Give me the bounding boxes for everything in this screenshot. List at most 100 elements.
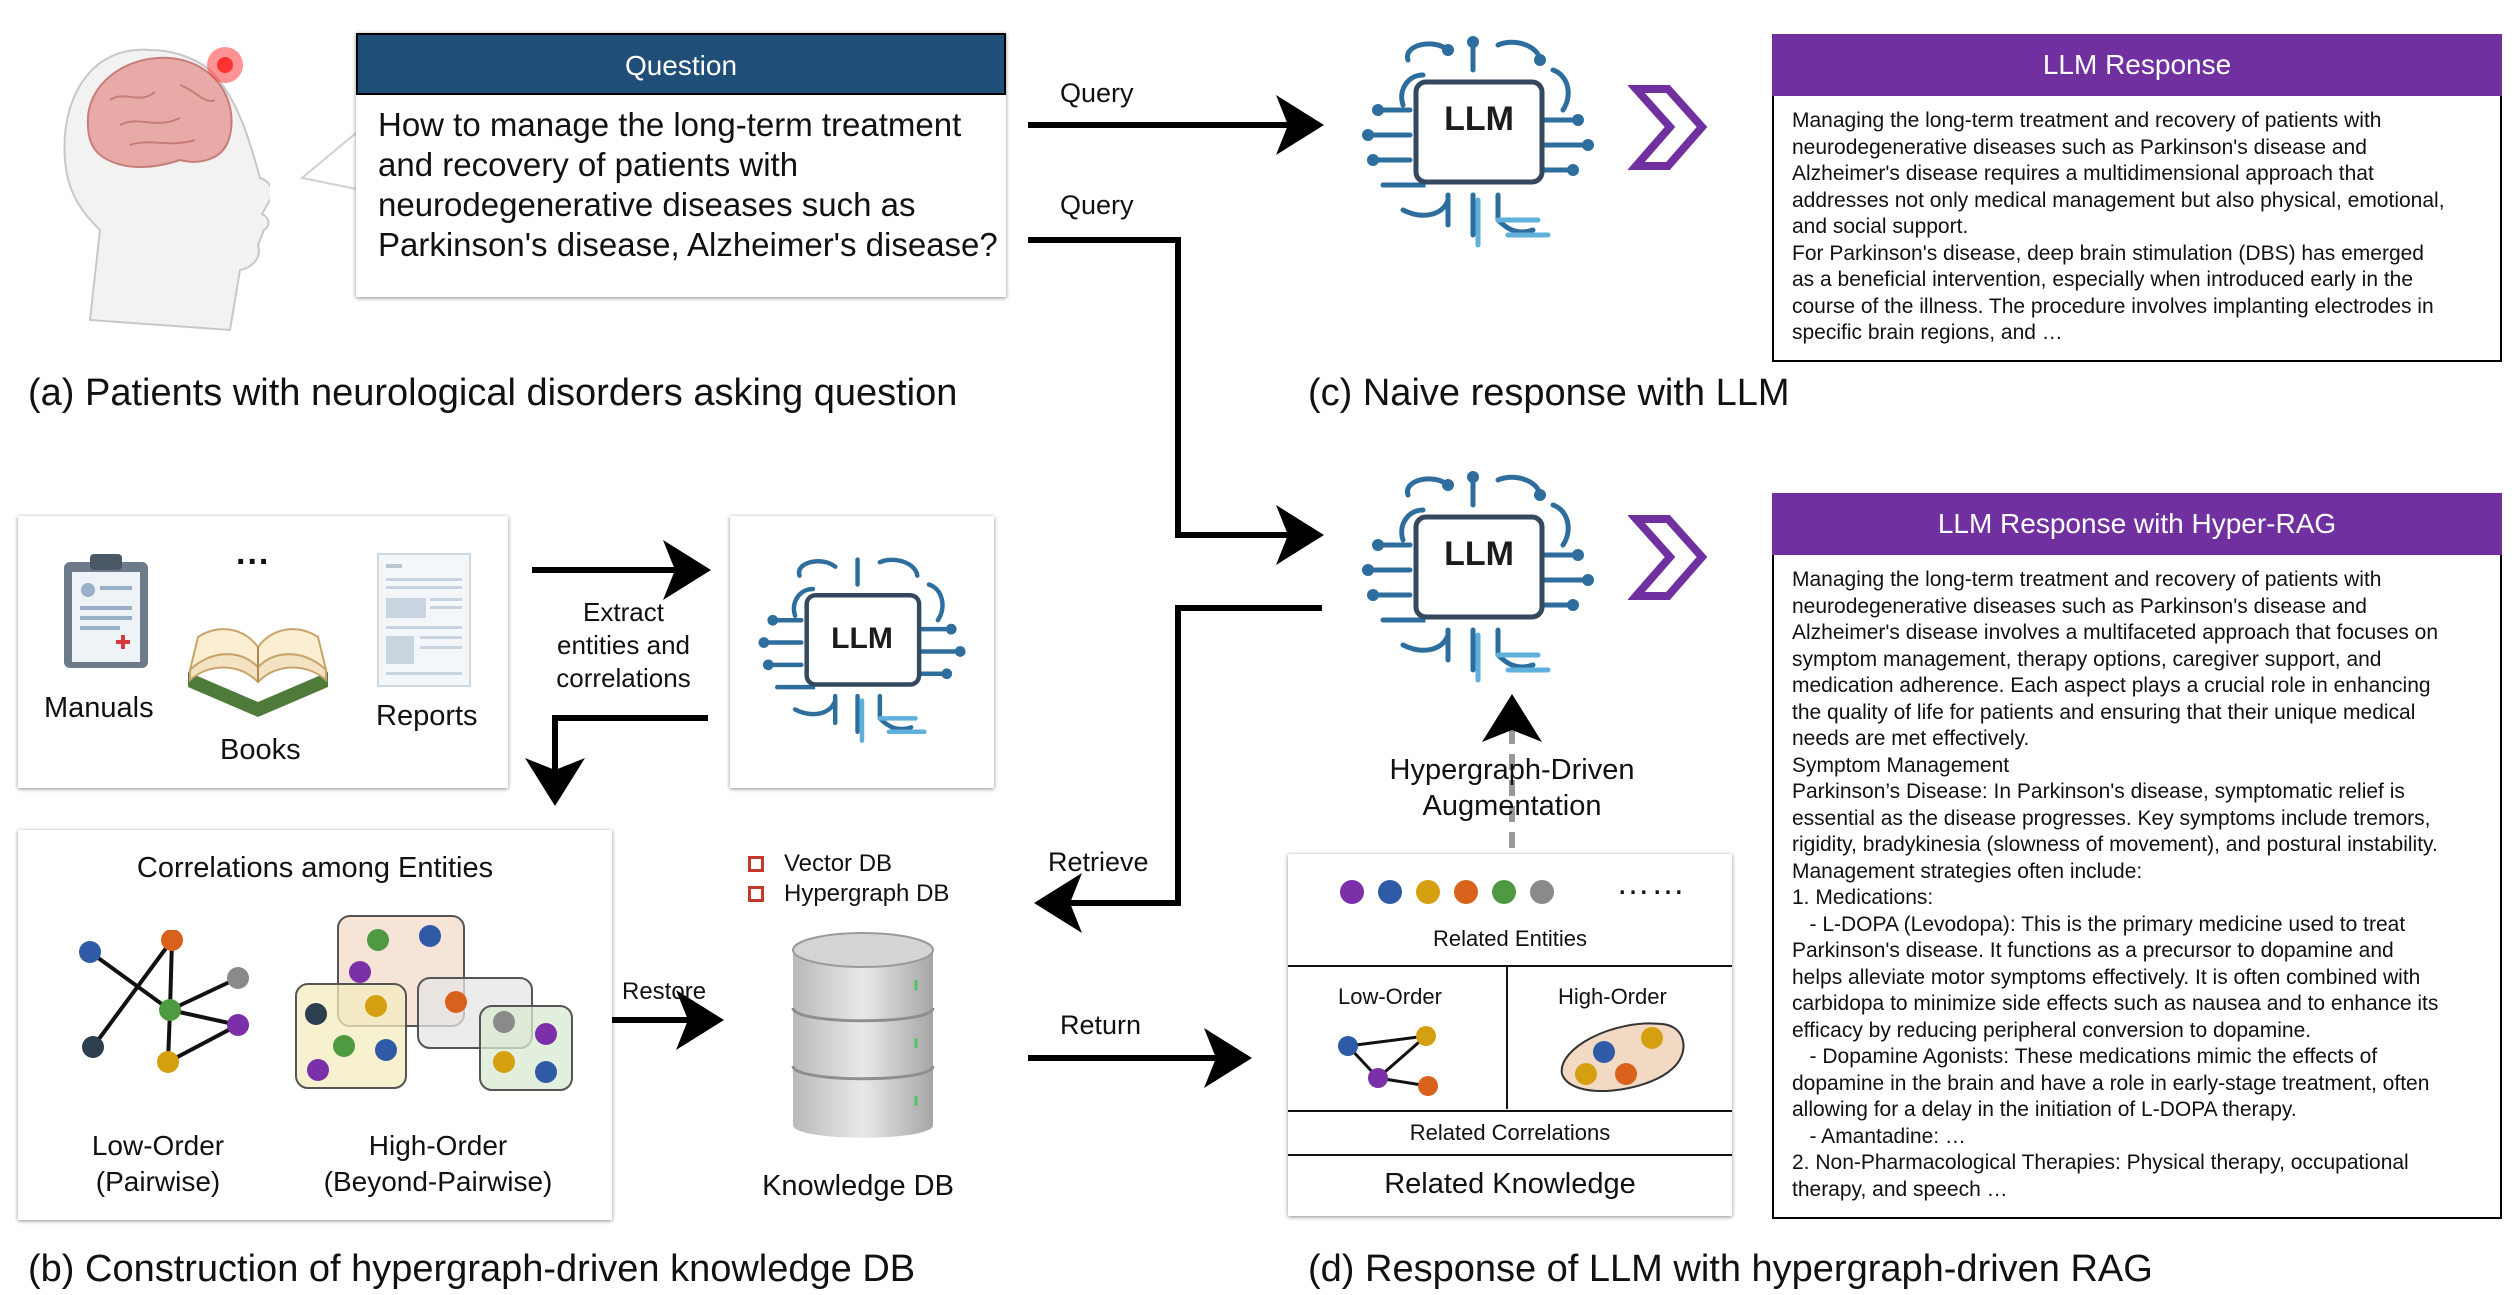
llm-brain-icon — [1362, 36, 1594, 248]
manuals-label: Manuals — [44, 692, 154, 724]
extract-line: correlations — [556, 663, 691, 693]
sources-panel: ... Manuals Books Reports — [18, 516, 508, 788]
caption-d: (d) Response of LLM with hypergraph-driv… — [1308, 1248, 2153, 1290]
llm-label-extract: LLM — [831, 622, 893, 655]
books-label: Books — [220, 734, 301, 766]
database-icon — [791, 932, 935, 1138]
knowledge-db-label: Knowledge DB — [762, 1170, 954, 1202]
entity-node — [1368, 1068, 1388, 1088]
entity-node — [161, 930, 183, 951]
retrieve-label: Retrieve — [1048, 847, 1149, 877]
entity-node — [445, 991, 467, 1013]
entity-node — [1641, 1027, 1663, 1049]
entity-node — [535, 1061, 557, 1083]
llm-label-naive: LLM — [1444, 100, 1514, 138]
related-low-order-graph — [1338, 1026, 1438, 1096]
high-order-line: (Beyond-Pairwise) — [323, 1166, 553, 1197]
clipboard-icon — [64, 554, 148, 668]
rag-response-text: Managing the long-term treatment and rec… — [1792, 568, 2439, 1201]
entity-node — [333, 1035, 355, 1057]
llm-brain-icon — [1362, 471, 1594, 683]
related-low-order-label: Low-Order — [1338, 984, 1442, 1009]
entity-node — [349, 961, 371, 983]
entity-node — [227, 1014, 249, 1036]
augmentation-label: Hypergraph-Driven Augmentation — [1352, 752, 1672, 824]
entity-node — [79, 941, 101, 963]
question-header: Question — [356, 33, 1006, 95]
low-order-line: (Pairwise) — [95, 1166, 221, 1197]
related-correlations-label: Related Correlations — [1409, 1120, 1611, 1145]
report-icon — [377, 553, 471, 687]
entity-dot — [1492, 880, 1516, 904]
high-order-caption: High-Order (Beyond-Pairwise) — [298, 1128, 578, 1200]
question-text: How to manage the long-term treatment an… — [378, 105, 998, 265]
query-label-2: Query — [1060, 190, 1134, 220]
entity-node — [82, 1036, 104, 1058]
entity-dot — [1530, 880, 1554, 904]
book-icon — [188, 628, 328, 717]
query-label-1: Query — [1060, 78, 1134, 108]
related-knowledge-panel: …… Related Entities Low-Order High-Order… — [1288, 854, 1732, 1216]
return-label: Return — [1060, 1010, 1142, 1040]
divider — [1288, 1110, 1732, 1112]
entity-node — [375, 1039, 397, 1061]
chevron-right-icon — [1628, 515, 1708, 600]
entity-node — [227, 967, 249, 989]
vector-db-label: Vector DB — [784, 850, 893, 877]
question-line: How to manage the long-term treatment — [378, 106, 962, 143]
entity-node — [1418, 1076, 1438, 1096]
query-arrow-rag — [1028, 237, 1324, 565]
entity-node — [159, 999, 181, 1021]
entity-node — [365, 995, 387, 1017]
extract-label: Extract entities and correlations — [536, 596, 711, 695]
low-order-line: Low-Order — [91, 1130, 225, 1161]
naive-response-text: Managing the long-term treatment and rec… — [1792, 109, 2445, 344]
entity-node — [157, 1051, 179, 1073]
hypergraph-db-marker-icon — [748, 886, 764, 902]
augmentation-line: Augmentation — [1422, 790, 1602, 822]
extract-line: entities and — [557, 630, 690, 660]
high-order-line: High-Order — [368, 1130, 508, 1161]
naive-response-header: LLM Response — [1772, 34, 2502, 96]
patient-head-icon — [63, 47, 270, 332]
entity-node — [493, 1051, 515, 1073]
speech-bubble-tail — [300, 127, 362, 191]
llm-brain-icon — [758, 557, 966, 743]
entity-node — [493, 1011, 515, 1033]
divider — [1288, 965, 1732, 967]
entity-dot — [1340, 880, 1364, 904]
related-knowledge-title: Related Knowledge — [1384, 1168, 1636, 1200]
to-correlations-arrow — [525, 715, 708, 806]
entity-node — [419, 925, 441, 947]
correlations-panel: Correlations among Entities — [18, 830, 612, 1220]
entity-node — [1338, 1036, 1358, 1056]
restore-label: Restore — [622, 978, 707, 1005]
reports-label: Reports — [376, 700, 478, 732]
low-order-caption: Low-Order (Pairwise) — [48, 1128, 268, 1200]
related-high-order-label: High-Order — [1558, 984, 1667, 1009]
rag-response-box: LLM Response with Hyper-RAG Managing the… — [1772, 493, 2502, 1219]
sources-ellipsis: ... — [236, 534, 271, 572]
llm-label-rag: LLM — [1444, 535, 1514, 573]
entity-node — [535, 1023, 557, 1045]
divider — [1506, 965, 1508, 1109]
caption-c: (c) Naive response with LLM — [1308, 372, 1790, 414]
extract-line: Extract — [583, 597, 664, 627]
naive-response-box: LLM Response Managing the long-term trea… — [1772, 34, 2502, 362]
related-high-order-hyperedge — [1560, 1022, 1685, 1093]
augmentation-line: Hypergraph-Driven — [1389, 754, 1635, 786]
entity-node — [367, 929, 389, 951]
rag-response-header: LLM Response with Hyper-RAG — [1772, 493, 2502, 555]
question-line: Parkinson's disease, Alzheimer's disease… — [378, 226, 998, 263]
question-box: Question How to manage the long-term tre… — [356, 33, 1006, 297]
entity-dot — [1416, 880, 1440, 904]
high-order-hypergraph — [295, 915, 573, 1091]
related-entities-label: Related Entities — [1432, 926, 1588, 951]
knowledge-db: Vector DB Hypergraph DB Knowledge DB — [748, 850, 1008, 1216]
entity-node — [1615, 1063, 1637, 1085]
entity-node — [1575, 1063, 1597, 1085]
vector-db-marker-icon — [748, 856, 764, 872]
caption-b: (b) Construction of hypergraph-driven kn… — [28, 1248, 916, 1290]
entity-node — [307, 1059, 329, 1081]
